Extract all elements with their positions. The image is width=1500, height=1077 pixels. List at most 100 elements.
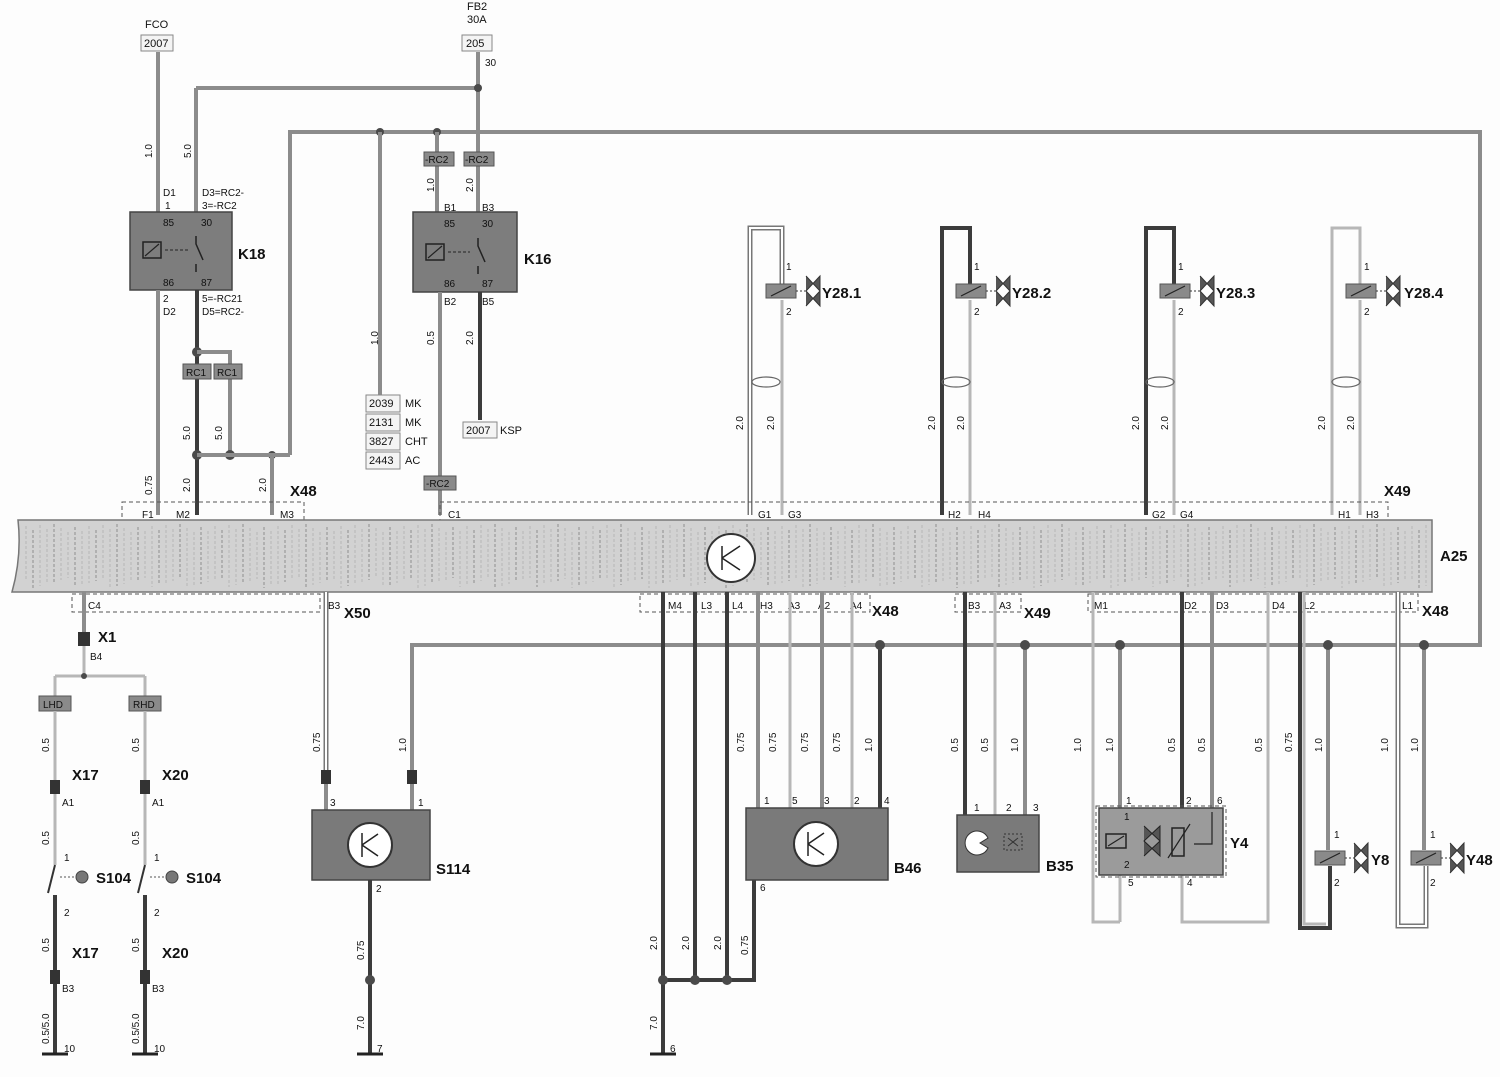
ws-m2: 2.0: [182, 478, 193, 492]
pin-c4: C4: [88, 601, 101, 612]
ws-b35-3: 1.0: [1010, 738, 1021, 752]
rc1-tag-1-text: RC1: [186, 368, 206, 379]
pin-d3: D3: [1216, 601, 1229, 612]
s104-r-pin2: 2: [154, 908, 160, 919]
wire-ground-bus: [663, 880, 756, 982]
ref-box-2: [365, 413, 401, 432]
ws-s104-r: 0.5: [131, 831, 142, 845]
k18-pin86: 86: [163, 278, 175, 289]
rc1-tag-2-text: RC1: [217, 368, 237, 379]
ws-y8-l2: 0.75: [1284, 732, 1295, 752]
y8-pin2: 2: [1334, 878, 1340, 889]
twist-y28-3: [1145, 376, 1175, 388]
b35-pin2: 2: [1006, 803, 1012, 814]
fb2-term: 30: [485, 58, 497, 69]
valve-y28-4: 1 2 Y28.4: [1345, 262, 1444, 318]
ground-l-num: 10: [64, 1044, 76, 1055]
sensor-b35: [956, 814, 1040, 873]
y48-pin2: 2: [1430, 878, 1436, 889]
pin-b3-x49: B3: [968, 601, 981, 612]
y28-4-valve-icon: [1385, 274, 1401, 308]
y28-2-valve-icon: [995, 274, 1011, 308]
fco-ref: 2007: [144, 38, 168, 50]
ws-gnd-l: 0.5/5.0: [41, 1013, 52, 1044]
y8-coil-line: [1319, 852, 1341, 864]
ref-num-1: 2039: [369, 398, 393, 410]
x1-connector: [78, 632, 90, 646]
splice-y8: [1323, 640, 1333, 650]
s104-l-pin2: 2: [64, 908, 70, 919]
ws-refs: 1.0: [370, 331, 381, 345]
b46-transistor-lines: [807, 832, 825, 856]
rc2-tag-2-text: -RC2: [465, 155, 489, 166]
y4-inner-pin2: 2: [1124, 860, 1130, 871]
s104-r-button-icon: [165, 870, 179, 884]
wire-rc1-branch: [197, 350, 232, 455]
wire-y48-l1-inner: [1397, 592, 1427, 927]
k18-5: 5=-RC21: [202, 294, 243, 305]
b35-pin3: 3: [1033, 803, 1039, 814]
y4-coil-line: [1107, 835, 1125, 847]
x1-label: X1: [98, 629, 116, 646]
k16-b2: B2: [444, 297, 457, 308]
k18-name: K18: [238, 246, 266, 263]
b46-transistor-icon: [793, 821, 839, 867]
k18-contact-icon: [195, 236, 204, 272]
wire-y8-l2-inner: [1302, 592, 1326, 926]
b35-pin1: 1: [974, 803, 980, 814]
ws-rhd: 0.5: [131, 738, 142, 752]
splice-b46: [875, 640, 885, 650]
x49-bottom-label: X49: [1024, 605, 1051, 622]
ws-y4-d3: 0.5: [1197, 738, 1208, 752]
b46-pin2: 2: [854, 796, 860, 807]
ground-6-num: 6: [670, 1044, 676, 1055]
valve-y28-3: 1 2 Y28.3: [1159, 262, 1255, 318]
ws-b46-1: 0.75: [736, 732, 747, 752]
ws-y28-2-a: 2.0: [927, 416, 938, 430]
s114-pin2: 2: [376, 884, 382, 895]
pin-f1: F1: [142, 510, 154, 521]
wire-y28-2-a: [940, 226, 972, 515]
ecu-texture: [25, 524, 1427, 588]
ref-name-2: MK: [405, 417, 422, 429]
ref-code-list: 2039 MK 2131 MK 3827 CHT 2443 AC: [365, 394, 428, 470]
x48-top-label: X48: [290, 483, 317, 500]
x49-top-outline: [439, 501, 1389, 521]
s104-l-name: S104: [96, 870, 132, 887]
rc1-tag-1: [182, 363, 212, 380]
ws-k16-b1: 1.0: [426, 178, 437, 192]
y28-4-coil-line: [1350, 285, 1372, 297]
ws-s114-3: 0.75: [312, 732, 323, 752]
ws-b46-5: 0.75: [768, 732, 779, 752]
ws-k18-30: 5.0: [183, 144, 194, 158]
ws-gnd-6: 7.0: [649, 1016, 660, 1030]
ws-m4: 2.0: [649, 936, 660, 950]
fb2-ref: 205: [466, 38, 484, 50]
ws-y28-3-b: 2.0: [1160, 416, 1171, 430]
x48-right-outline: [1087, 593, 1419, 613]
y8-name: Y8: [1371, 852, 1389, 869]
wire-y8-l2: [1298, 592, 1332, 930]
k18-pin85: 85: [163, 218, 175, 229]
s104-l-contact: [47, 864, 56, 894]
ws-s114-gnd: 7.0: [356, 1016, 367, 1030]
b46-name: B46: [894, 860, 922, 877]
y4-coil-icon: [1105, 833, 1127, 849]
ws-f1: 0.75: [144, 475, 155, 495]
k18-2: 2: [163, 294, 169, 305]
pin-h3: H3: [1366, 510, 1379, 521]
x20-top-pin: A1: [152, 798, 165, 809]
valve-y28-2: 1 2 Y28.2: [955, 262, 1051, 318]
y28-1-pin1: 1: [786, 262, 792, 273]
pin-g1: G1: [758, 510, 772, 521]
x17-bottom-label: X17: [72, 945, 99, 962]
splice-b35: [1020, 640, 1030, 650]
k18-d1: D1: [163, 188, 176, 199]
rc2-tag-1-text: -RC2: [425, 155, 449, 166]
ws-y28-3-a: 2.0: [1131, 416, 1142, 430]
ws-b35-2: 0.5: [980, 738, 991, 752]
ws-y4-d4: 0.5: [1254, 738, 1265, 752]
pin-h3-x48: H3: [760, 601, 773, 612]
b46-pin5: 5: [792, 796, 798, 807]
ksp-box: [462, 421, 498, 439]
